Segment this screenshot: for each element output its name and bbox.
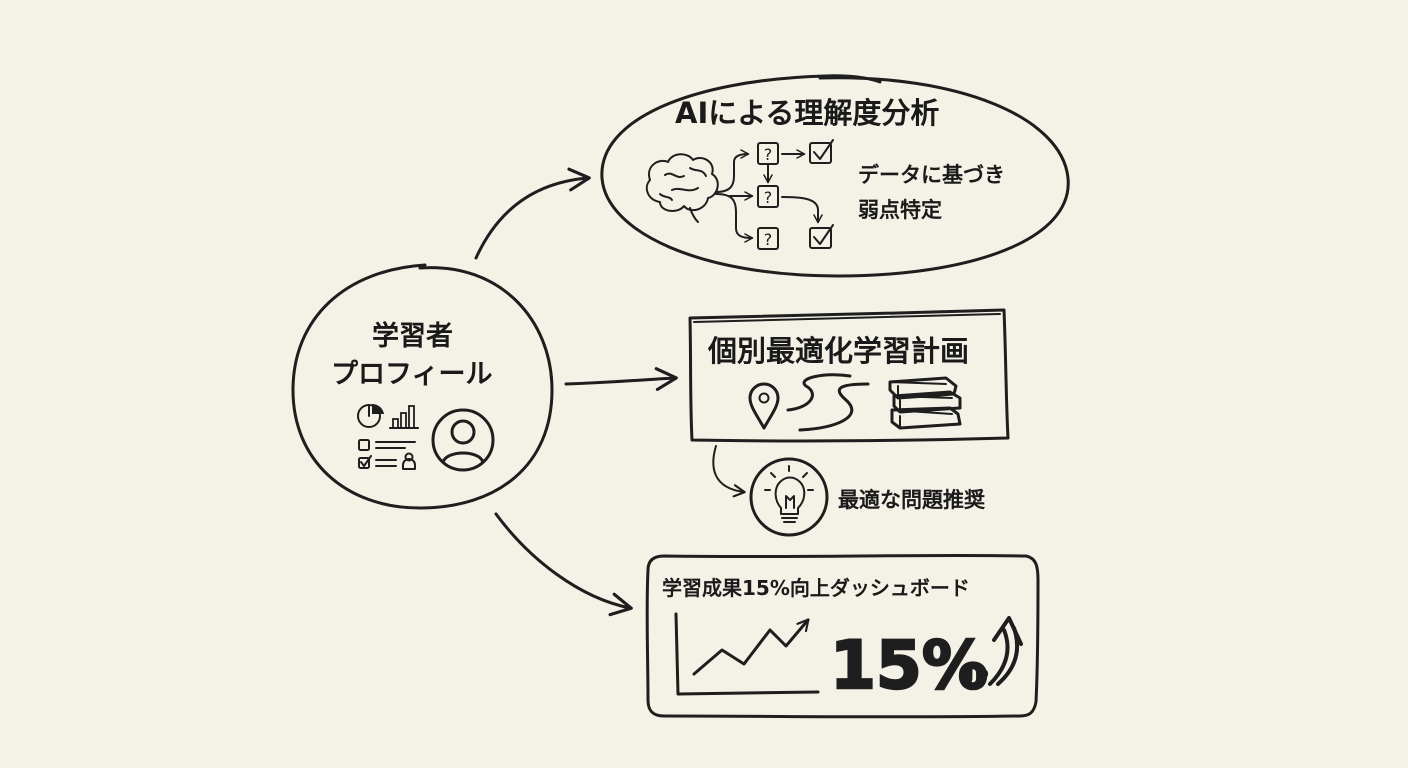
ai-analysis-title: AIによる理解度分析 — [675, 96, 940, 130]
books-icon — [888, 376, 962, 430]
line-chart-icon — [674, 612, 820, 696]
question-box-icon: ? — [757, 227, 779, 250]
person-icon — [402, 452, 416, 470]
ai-analysis-node: ? ? ? — [600, 74, 1070, 278]
svg-text:?: ? — [764, 145, 773, 164]
user-avatar-icon — [431, 408, 495, 472]
winding-path-icon — [786, 373, 870, 432]
recommendation-label: 最適な問題推奨 — [838, 488, 985, 512]
ai-analysis-caption-line1: データに基づき — [858, 163, 1005, 187]
bar-chart-icon — [389, 405, 419, 429]
ai-analysis-caption-line2: 弱点特定 — [858, 198, 942, 222]
learner-profile-title-line1: 学習者 — [372, 321, 453, 352]
dashboard-node — [645, 553, 1040, 719]
pie-chart-icon — [357, 403, 384, 428]
recommendation-node — [749, 457, 829, 537]
learner-profile-title-line2: プロフィール — [331, 359, 493, 390]
checkbox-icon — [809, 224, 834, 249]
dashboard-title: 学習成果15%向上ダッシュボード — [662, 576, 970, 600]
brain-icon — [645, 153, 719, 223]
question-box-icon: ? — [757, 142, 779, 165]
dashboard-up-label: UP — [958, 665, 989, 689]
svg-text:?: ? — [764, 230, 773, 249]
checkbox-icon — [809, 139, 834, 164]
lightbulb-icon — [764, 465, 814, 523]
study-plan-node — [688, 308, 1010, 443]
question-box-icon: ? — [757, 185, 779, 208]
arrow-profile-to-ai — [474, 167, 591, 260]
arrow-profile-to-dashboard — [494, 512, 633, 617]
svg-text:?: ? — [764, 188, 773, 207]
learner-profile-node — [291, 263, 554, 510]
up-arrow-icon — [988, 616, 1023, 686]
map-pin-icon — [748, 382, 780, 430]
checklist-icon — [358, 439, 416, 469]
dashboard-big-value: 15% — [830, 627, 988, 704]
study-plan-title: 個別最適化学習計画 — [708, 334, 970, 368]
arrow-profile-to-plan — [564, 367, 678, 391]
arrow-plan-to-recommendation — [712, 445, 746, 498]
